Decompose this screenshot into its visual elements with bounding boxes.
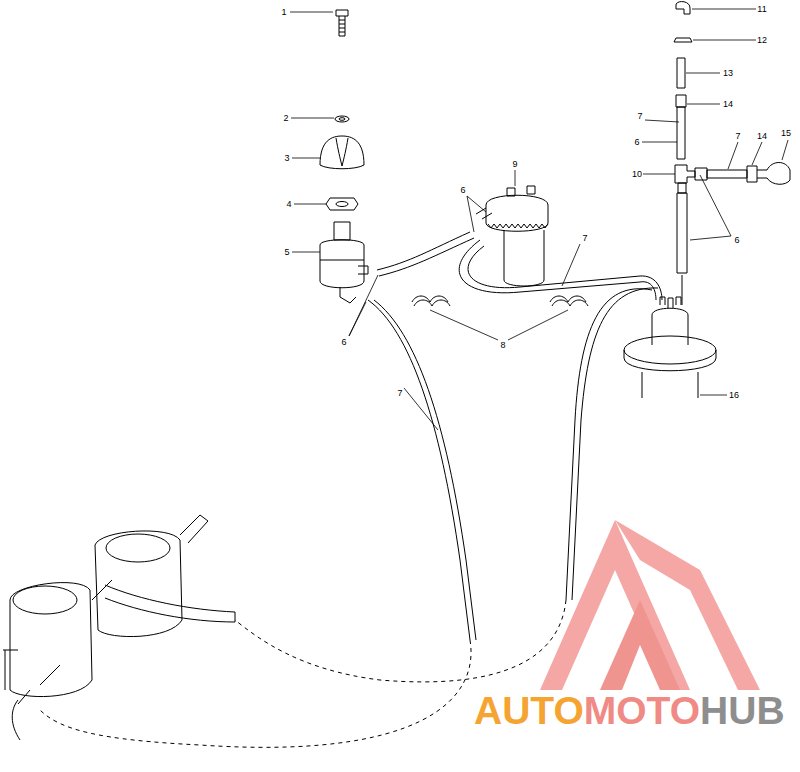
- carburetor-pair: [3, 515, 235, 740]
- leader-lines: [290, 9, 788, 430]
- callout-number: 7: [396, 388, 403, 398]
- callout-number: 6: [459, 185, 466, 195]
- callout-number: 10: [631, 169, 643, 179]
- callout-number: 14: [722, 99, 734, 109]
- callout-number: 14: [756, 131, 768, 141]
- callout-number: 7: [581, 233, 588, 243]
- callout-number: 6: [733, 235, 740, 245]
- callout-number: 11: [756, 4, 767, 14]
- watermark-logo: [540, 520, 760, 690]
- callout-number: 3: [283, 153, 290, 163]
- callout-number: 9: [511, 159, 518, 169]
- callout-number: 5: [283, 247, 290, 257]
- callout-number: 12: [756, 35, 768, 45]
- watermark-text: AUTOMOTOHUB: [474, 690, 785, 732]
- callout-number: 8: [499, 340, 506, 350]
- callout-number: 7: [734, 131, 741, 141]
- watermark-word: MOTO: [584, 690, 700, 732]
- callout-number: 4: [285, 199, 292, 209]
- callout-number: 7: [636, 111, 643, 121]
- callout-number: 2: [282, 113, 289, 123]
- watermark-word: HUB: [700, 690, 785, 732]
- callout-number: 16: [728, 390, 740, 400]
- callout-number: 13: [722, 68, 734, 78]
- callout-number: 15: [780, 128, 792, 138]
- callout-number: 6: [633, 137, 640, 147]
- watermark-word: AUTO: [474, 690, 584, 732]
- callout-number: 6: [340, 337, 347, 347]
- callout-number: 1: [280, 7, 287, 17]
